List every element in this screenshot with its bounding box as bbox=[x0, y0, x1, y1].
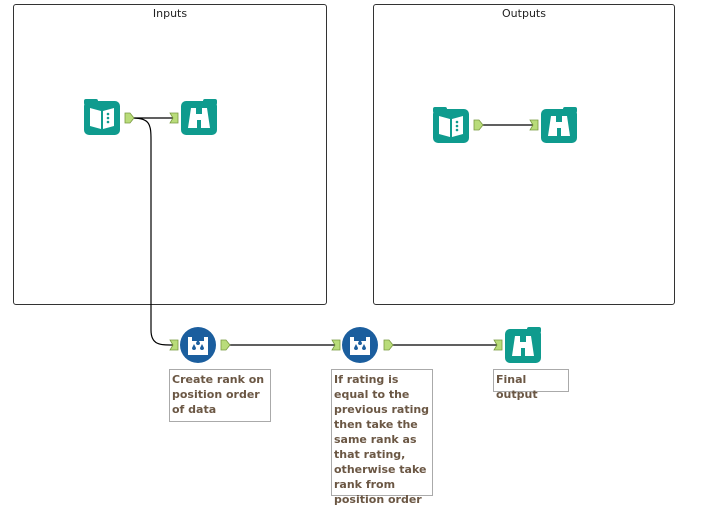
book-icon bbox=[84, 99, 120, 135]
binoculars-icon bbox=[541, 107, 577, 143]
binoculars-icon bbox=[505, 327, 541, 363]
input-anchor bbox=[493, 339, 503, 351]
input-anchor bbox=[169, 112, 179, 124]
output-anchor bbox=[473, 119, 484, 131]
input-anchor bbox=[529, 119, 539, 131]
input-data-tool[interactable] bbox=[84, 99, 120, 135]
annotation: If rating is equal to the previous ratin… bbox=[331, 369, 433, 506]
container-title: Inputs bbox=[152, 7, 188, 20]
browse-tool[interactable] bbox=[505, 327, 541, 363]
multi-row-icon bbox=[342, 327, 378, 363]
annotation: Create rank on position order of data bbox=[169, 369, 271, 422]
multi-row-formula-tool[interactable] bbox=[342, 327, 378, 363]
annotation: Final output bbox=[493, 369, 569, 401]
binoculars-icon bbox=[181, 99, 217, 135]
input-data-tool[interactable] bbox=[433, 107, 469, 143]
browse-tool[interactable] bbox=[181, 99, 217, 135]
multi-row-formula-tool[interactable] bbox=[180, 327, 216, 363]
connection bbox=[132, 117, 174, 346]
input-anchor bbox=[169, 339, 179, 351]
container-title: Outputs bbox=[502, 7, 546, 20]
browse-tool[interactable] bbox=[541, 107, 577, 143]
multi-row-icon bbox=[180, 327, 216, 363]
input-anchor bbox=[331, 339, 341, 351]
container-inputs[interactable]: Inputs bbox=[13, 4, 327, 305]
book-icon bbox=[433, 107, 469, 143]
output-anchor bbox=[383, 339, 394, 351]
container-outputs[interactable]: Outputs bbox=[373, 4, 675, 305]
output-anchor bbox=[124, 112, 135, 124]
output-anchor bbox=[220, 339, 231, 351]
